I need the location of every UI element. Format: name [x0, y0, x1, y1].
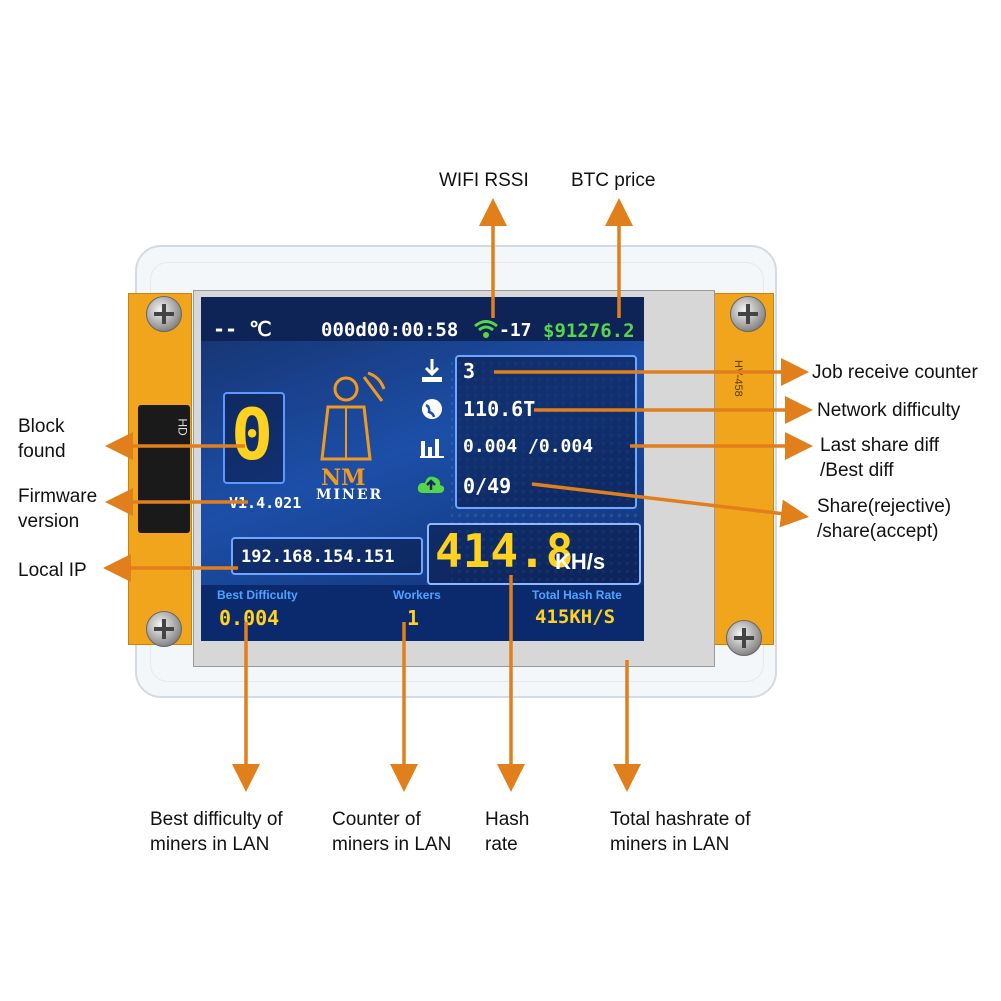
cloud-upload-icon [417, 476, 445, 493]
globe-icon [422, 399, 442, 419]
hash-rate-unit: KH/s [555, 549, 606, 574]
workers-readout: 1 [407, 606, 420, 630]
screw-top-left [146, 296, 182, 332]
job-counter-readout: 3 [463, 359, 476, 383]
total-hash-label: Total Hash Rate [532, 588, 622, 602]
wifi-icon [474, 320, 498, 338]
best-difficulty-label: Best Difficulty [217, 588, 298, 602]
label-share-diff: Last share diff /Best diff [820, 435, 940, 481]
miner-mascot-icon [320, 371, 386, 461]
btc-price-readout: $91276.2 [543, 320, 635, 342]
bottom-bar [201, 585, 644, 641]
block-found-panel [223, 392, 285, 484]
hash-rate-readout: 414.8 [435, 524, 574, 578]
local-ip-panel [231, 537, 423, 575]
label-total-hash: Total hashrate of miners in LAN [610, 809, 751, 855]
label-wifi-rssi: WIFI RSSI [439, 170, 529, 191]
best-difficulty-readout: 0.004 [219, 606, 280, 630]
label-job-counter: Job receive counter [812, 362, 978, 383]
share-diff-readout: 0.004 /0.004 [463, 436, 594, 457]
label-shares: Share(rejective) /share(accept) [817, 496, 952, 542]
hash-rate-panel [427, 523, 641, 585]
arrow-shares [531, 482, 809, 528]
block-found-readout: 0 [231, 394, 274, 476]
network-difficulty-readout: 110.6T [463, 397, 536, 421]
uptime-readout: 000d00:00:58 [321, 319, 459, 341]
screw-bottom-right [726, 620, 762, 656]
bar-chart-icon [420, 439, 444, 458]
label-best-difficulty: Best difficulty of miners in LAN [150, 809, 283, 855]
label-workers: Counter of miners in LAN [332, 809, 452, 855]
label-btc-price: BTC price [571, 170, 656, 191]
label-hash-rate: Hash rate [485, 809, 530, 855]
hd-connector [138, 405, 190, 533]
temperature-readout: -- ℃ [213, 317, 272, 341]
download-icon [422, 359, 442, 382]
screw-top-right [730, 296, 766, 332]
status-bar [201, 297, 644, 341]
firmware-readout: V1.4.021 [229, 494, 302, 512]
logo-miner: MINER [316, 487, 384, 503]
lcd-screen: -- ℃ 000d00:00:58 -17 $91276.2 0 V1.4.02… [201, 297, 644, 641]
wifi-rssi-readout: -17 [499, 320, 532, 341]
screw-bottom-left [146, 611, 182, 647]
label-network-difficulty: Network difficulty [817, 400, 961, 421]
total-hash-readout: 415KH/S [535, 606, 616, 628]
label-block-found: Block found [18, 416, 66, 462]
shares-readout: 0/49 [463, 474, 512, 498]
label-local-ip: Local IP [18, 560, 87, 581]
label-firmware: Firmware version [18, 486, 98, 532]
logo-nm: NM [321, 465, 366, 491]
local-ip-readout: 192.168.154.151 [241, 547, 395, 567]
workers-label: Workers [393, 588, 441, 602]
mining-stats-panel [455, 355, 637, 509]
